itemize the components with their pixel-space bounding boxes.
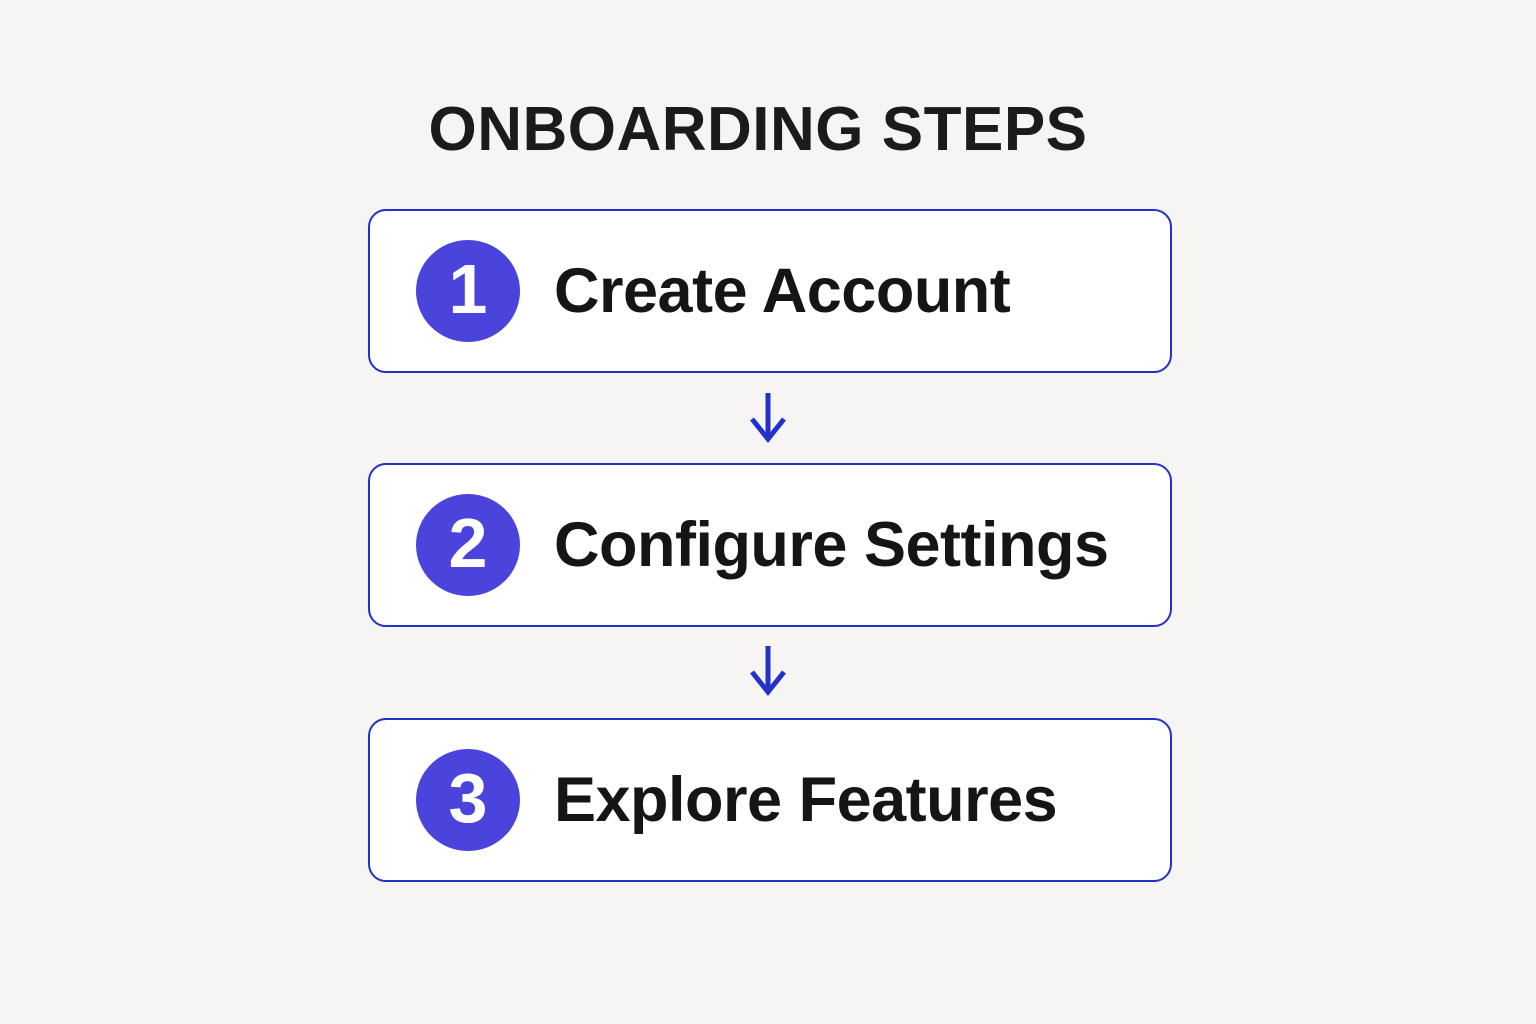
- step-label: Configure Settings: [554, 510, 1109, 580]
- step-number-badge: 2: [416, 494, 520, 596]
- step-card-2: 2 Configure Settings: [368, 463, 1172, 627]
- step-card-3: 3 Explore Features: [368, 718, 1172, 882]
- step-label: Explore Features: [554, 765, 1058, 835]
- step-number-badge: 1: [416, 240, 520, 342]
- down-arrow-icon: [750, 644, 786, 696]
- diagram-title: ONBOARDING STEPS: [428, 95, 1088, 164]
- step-card-1: 1 Create Account: [368, 209, 1172, 373]
- step-number-badge: 3: [416, 749, 520, 851]
- step-label: Create Account: [554, 256, 1011, 326]
- down-arrow-icon: [750, 391, 786, 443]
